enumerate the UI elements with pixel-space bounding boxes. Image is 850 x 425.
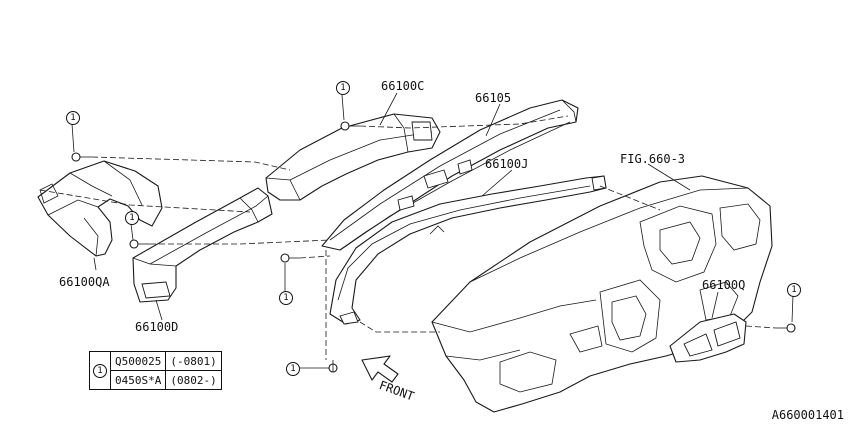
legend-row: 1 Q500025 (-0801): [89, 351, 222, 390]
legend-date-range: (-0801): [165, 351, 222, 371]
label-66100qa: 66100QA: [59, 275, 110, 289]
callout-1-right: 1: [787, 283, 801, 297]
label-66100q: 66100Q: [702, 278, 746, 292]
legend-part-number: 0450S*A: [109, 370, 167, 390]
duct-66100d: [132, 187, 273, 303]
figure-reference: FIG.660-3: [620, 152, 686, 166]
label-66105: 66105: [475, 91, 512, 105]
legend-part-number: Q500025: [109, 351, 167, 371]
legend-date-range: (0802-): [165, 370, 222, 390]
fasteners: [71, 121, 796, 373]
catalog-number: A660001401: [771, 408, 844, 422]
callout-1-bottom: 1: [286, 362, 300, 376]
callout-1-left-top: 1: [66, 111, 80, 125]
callout-1-center-mid: 1: [279, 291, 293, 305]
legend-row: 0450S*A (0802-): [90, 370, 222, 390]
callout-1-center-top: 1: [336, 81, 350, 95]
fastener-legend: 1 Q500025 (-0801) 0450S*A (0802-): [89, 351, 222, 390]
duct-66100q: [669, 313, 747, 363]
front-arrow: [361, 355, 399, 383]
callout-1-left-mid: 1: [125, 211, 139, 225]
duct-66100qa: [37, 160, 163, 257]
duct-66100j: [329, 175, 607, 325]
label-66100c: 66100C: [381, 79, 425, 93]
duct-66100c: [265, 113, 441, 201]
label-66100j: 66100J: [485, 157, 529, 171]
legend-callout-cell: 1: [89, 351, 111, 390]
legend-callout: 1: [93, 364, 107, 378]
label-66100d: 66100D: [135, 320, 179, 334]
leader-lines: [71, 92, 794, 369]
alignment-lines: [39, 115, 777, 360]
nozzle-66105: [321, 99, 579, 251]
